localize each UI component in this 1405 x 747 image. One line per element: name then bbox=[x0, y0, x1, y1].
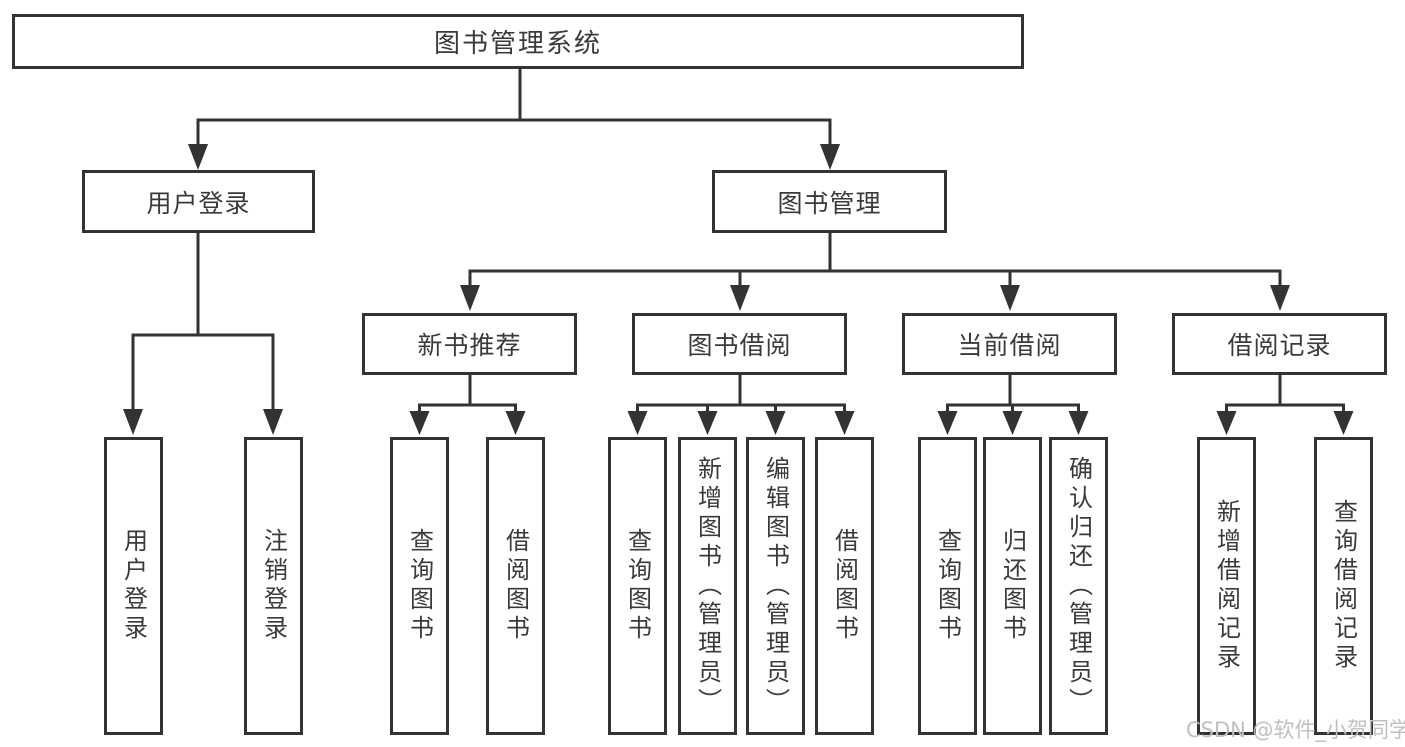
connector-login-split bbox=[123, 233, 283, 435]
leaf-add-book-admin: 新增图书（管理员） bbox=[678, 437, 737, 735]
leaf-edit-book-admin: 编辑图书（管理员） bbox=[746, 437, 805, 735]
leaf-return-book: 归还图书 bbox=[983, 437, 1042, 735]
connector-group2-split bbox=[627, 375, 855, 435]
leaf-query-borrow-record: 查询借阅记录 bbox=[1314, 437, 1373, 735]
leaf-query-books-borrowing: 查询图书 bbox=[608, 437, 667, 735]
leaf-label: 归还图书 bbox=[998, 528, 1027, 644]
leaf-label: 新增借阅记录 bbox=[1212, 499, 1241, 673]
leaf-label: 借阅图书 bbox=[501, 528, 530, 644]
leaf-label: 查询图书 bbox=[623, 528, 652, 644]
leaf-add-borrow-record: 新增借阅记录 bbox=[1197, 437, 1256, 735]
leaf-label: 注销登录 bbox=[259, 528, 288, 644]
leaf-label: 借阅图书 bbox=[830, 528, 859, 644]
leaf-label: 编辑图书（管理员） bbox=[761, 455, 790, 717]
node-book-management: 图书管理 bbox=[712, 170, 947, 233]
leaf-confirm-return-admin: 确认归还（管理员） bbox=[1049, 437, 1108, 735]
connector-root-split bbox=[188, 68, 840, 170]
leaf-label: 查询图书 bbox=[405, 528, 434, 644]
leaf-logout: 注销登录 bbox=[244, 437, 303, 735]
leaf-label: 查询借阅记录 bbox=[1329, 499, 1358, 673]
node-label: 用户登录 bbox=[146, 188, 251, 218]
leaf-label: 用户登录 bbox=[119, 528, 148, 644]
leaf-label: 查询图书 bbox=[933, 528, 962, 644]
leaf-label: 确认归还（管理员） bbox=[1064, 455, 1093, 717]
node-user-login: 用户登录 bbox=[82, 170, 315, 233]
node-label: 图书管理 bbox=[777, 188, 882, 218]
connector-group1-split bbox=[409, 375, 526, 435]
node-label: 当前借阅 bbox=[957, 331, 1062, 360]
node-book-borrowing: 图书借阅 bbox=[632, 313, 847, 375]
node-label: 图书管理系统 bbox=[433, 29, 602, 59]
connector-management-split bbox=[460, 233, 1290, 311]
leaf-borrow-books-recommend: 借阅图书 bbox=[486, 437, 545, 735]
node-current-borrowing: 当前借阅 bbox=[902, 313, 1117, 375]
node-library-management-system: 图书管理系统 bbox=[12, 14, 1024, 69]
node-label: 新书推荐 bbox=[417, 331, 522, 360]
leaf-query-books-recommend: 查询图书 bbox=[390, 437, 449, 735]
leaf-borrow-books-borrowing: 借阅图书 bbox=[815, 437, 874, 735]
node-label: 图书借阅 bbox=[687, 331, 792, 360]
leaf-user-login: 用户登录 bbox=[104, 437, 163, 735]
connector-group3-split bbox=[937, 375, 1089, 435]
leaf-label: 新增图书（管理员） bbox=[693, 455, 722, 717]
leaf-query-books-current: 查询图书 bbox=[918, 437, 977, 735]
csdn-watermark: CSDN @软件_小贺同学 bbox=[1186, 718, 1405, 742]
node-new-book-recommendation: 新书推荐 bbox=[362, 313, 577, 375]
node-label: 借阅记录 bbox=[1227, 331, 1332, 360]
connector-group4-split bbox=[1216, 375, 1354, 435]
node-borrowing-records: 借阅记录 bbox=[1172, 313, 1387, 375]
